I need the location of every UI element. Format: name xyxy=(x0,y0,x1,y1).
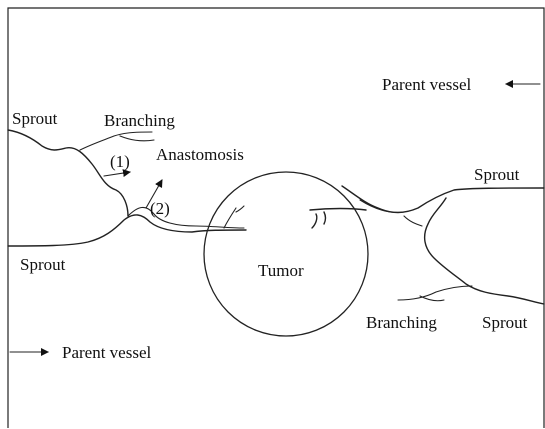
left-tip-branch xyxy=(224,206,244,228)
label-sprout-right-top: Sprout xyxy=(474,165,520,184)
label-branching-bottom: Branching xyxy=(366,313,437,332)
label-parent-vessel-top: Parent vessel xyxy=(382,75,472,94)
label-step-2: (2) xyxy=(150,199,170,218)
label-branching-top: Branching xyxy=(104,111,175,130)
sprout-right-vessel xyxy=(342,186,544,213)
label-sprout-top-left: Sprout xyxy=(12,109,58,128)
figure-frame xyxy=(8,8,544,428)
sprout-bottom-left-vessel xyxy=(8,215,246,246)
right-tip-branch xyxy=(310,209,366,229)
sprout-top-left-vessel xyxy=(8,130,128,216)
label-sprout-bottom-left: Sprout xyxy=(20,255,66,274)
label-step-1: (1) xyxy=(110,152,130,171)
arrow-1 xyxy=(104,172,130,176)
label-parent-vessel-bottom: Parent vessel xyxy=(62,343,152,362)
tumor-circle xyxy=(204,172,368,336)
label-anastomosis: Anastomosis xyxy=(156,145,244,164)
branching-top-fork xyxy=(120,136,154,141)
branching-right-fork xyxy=(398,216,472,300)
branching-right-vessel xyxy=(425,198,544,304)
label-sprout-right-bottom: Sprout xyxy=(482,313,528,332)
label-tumor: Tumor xyxy=(258,261,304,280)
